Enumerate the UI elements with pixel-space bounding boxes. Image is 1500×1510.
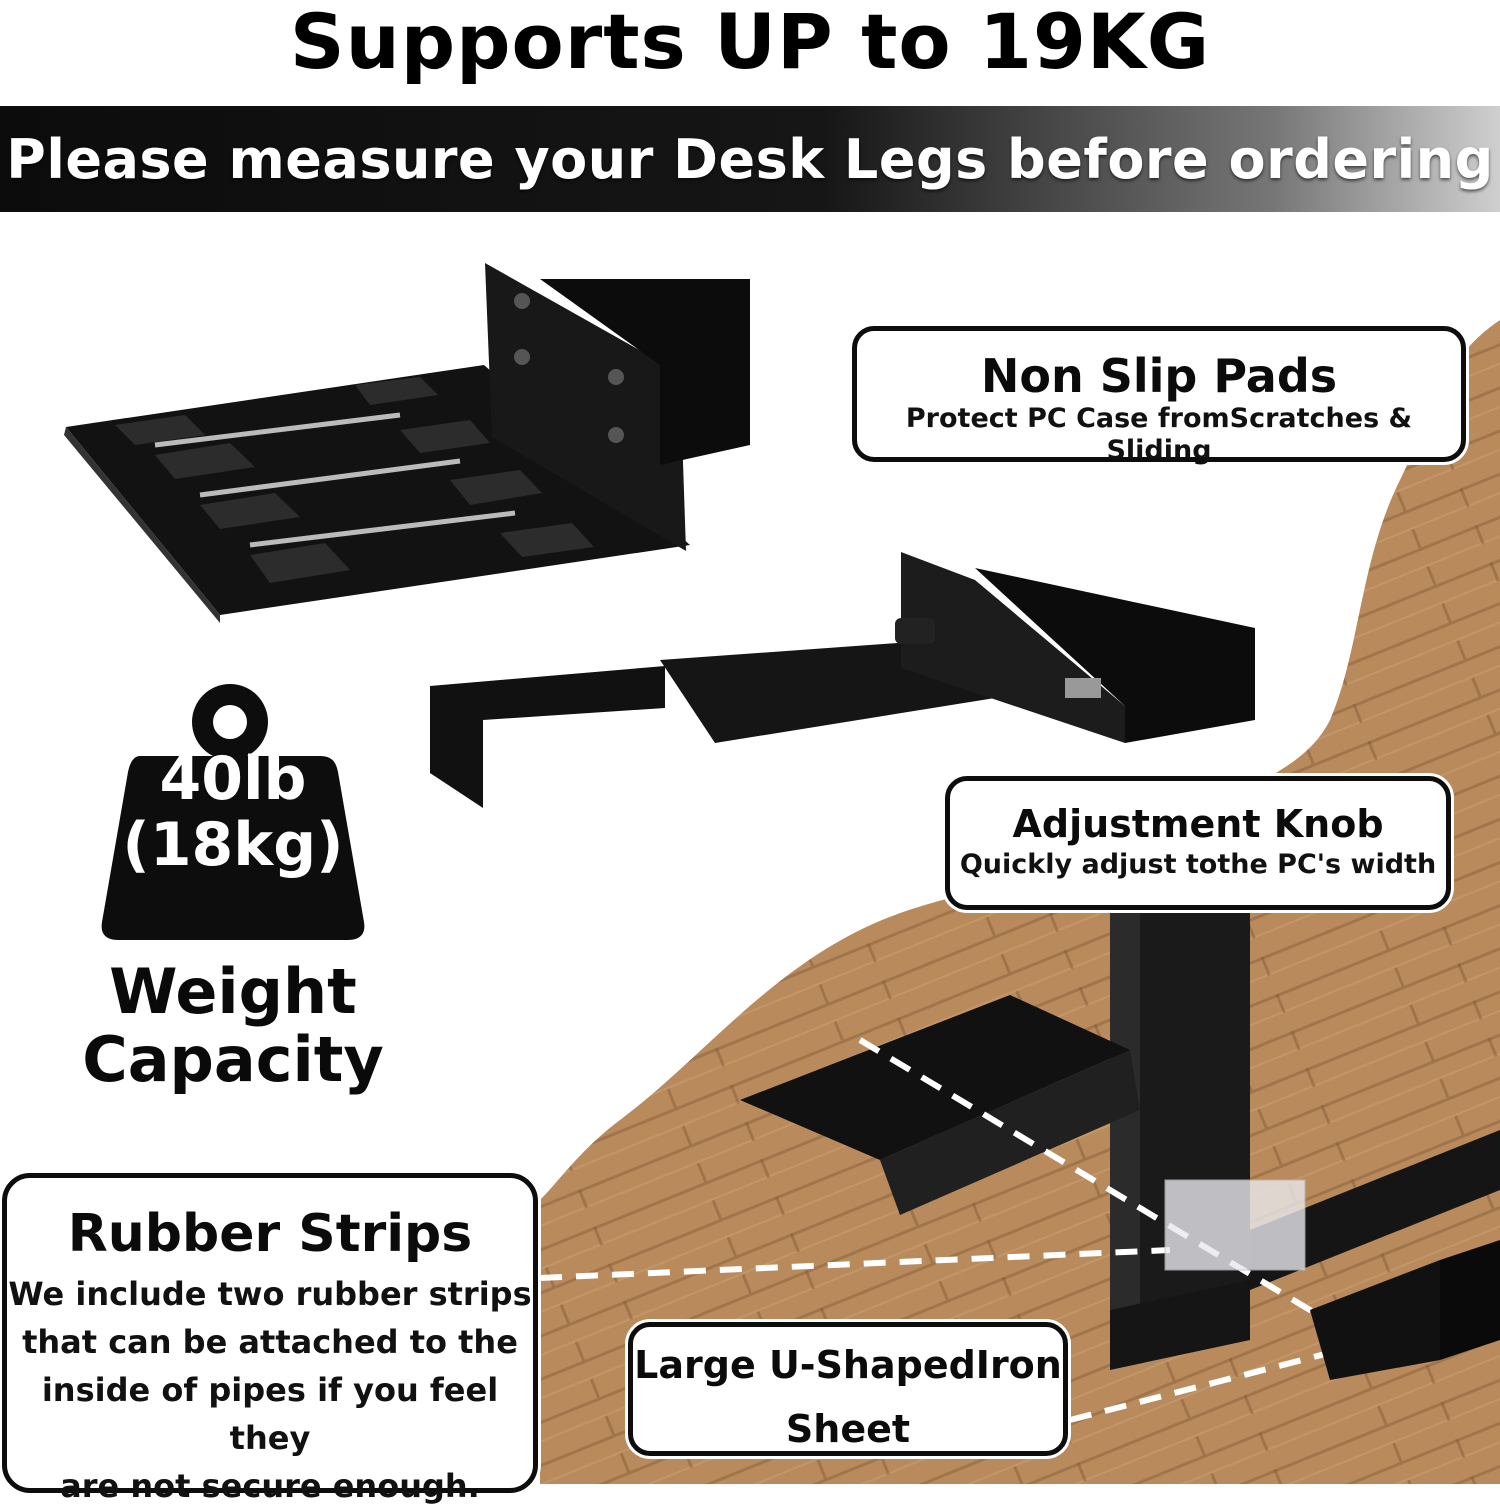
weight-kg: (18kg)	[122, 810, 344, 880]
page-title: Supports UP to 19KG	[289, 0, 1211, 86]
rubber-line-3: inside of pipes if you feel they	[41, 1371, 499, 1457]
weight-lb: 40lb	[159, 744, 307, 814]
u-shaped-sheet-callout: Large U-ShapedIron Sheet	[628, 1322, 1068, 1456]
weight-label-line-2: Capacity	[82, 1023, 384, 1096]
adjustment-knob-callout: Adjustment Knob Quickly adjust tothe PC'…	[945, 776, 1451, 910]
non-slip-pads-callout: Non Slip Pads Protect PC Case fromScratc…	[852, 326, 1466, 466]
ushape-line-2: Sheet	[785, 1407, 911, 1451]
weight-value: 40lb (18kg)	[100, 746, 366, 878]
non-slip-title: Non Slip Pads	[980, 349, 1338, 403]
ushape-line-1: Large U-ShapedIron	[634, 1343, 1062, 1387]
banner: Please measure your Desk Legs before ord…	[0, 106, 1500, 212]
weight-label-line-1: Weight	[109, 955, 357, 1028]
weight-icon	[101, 684, 365, 940]
banner-text: Please measure your Desk Legs before ord…	[6, 127, 1494, 191]
rubber-line-1: We include two rubber strips	[8, 1275, 532, 1313]
shelf-product-image	[64, 263, 750, 623]
non-slip-subtitle: Protect PC Case fromScratches & Sliding	[905, 403, 1413, 466]
rubber-line-2: that can be attached to the	[22, 1323, 518, 1361]
rubber-title: Rubber Strips	[67, 1204, 473, 1264]
rubber-strips-callout: Rubber Strips We include two rubber stri…	[2, 1173, 538, 1505]
weight-capacity-label: Weight Capacity	[60, 958, 406, 1094]
knob-title: Adjustment Knob	[1012, 802, 1384, 846]
adjustable-arm-image	[430, 552, 1255, 808]
adjustment-knob-icon	[895, 618, 935, 644]
knob-subtitle: Quickly adjust tothe PC's width	[959, 849, 1437, 880]
rubber-line-4: are not secure enough.	[60, 1467, 480, 1505]
